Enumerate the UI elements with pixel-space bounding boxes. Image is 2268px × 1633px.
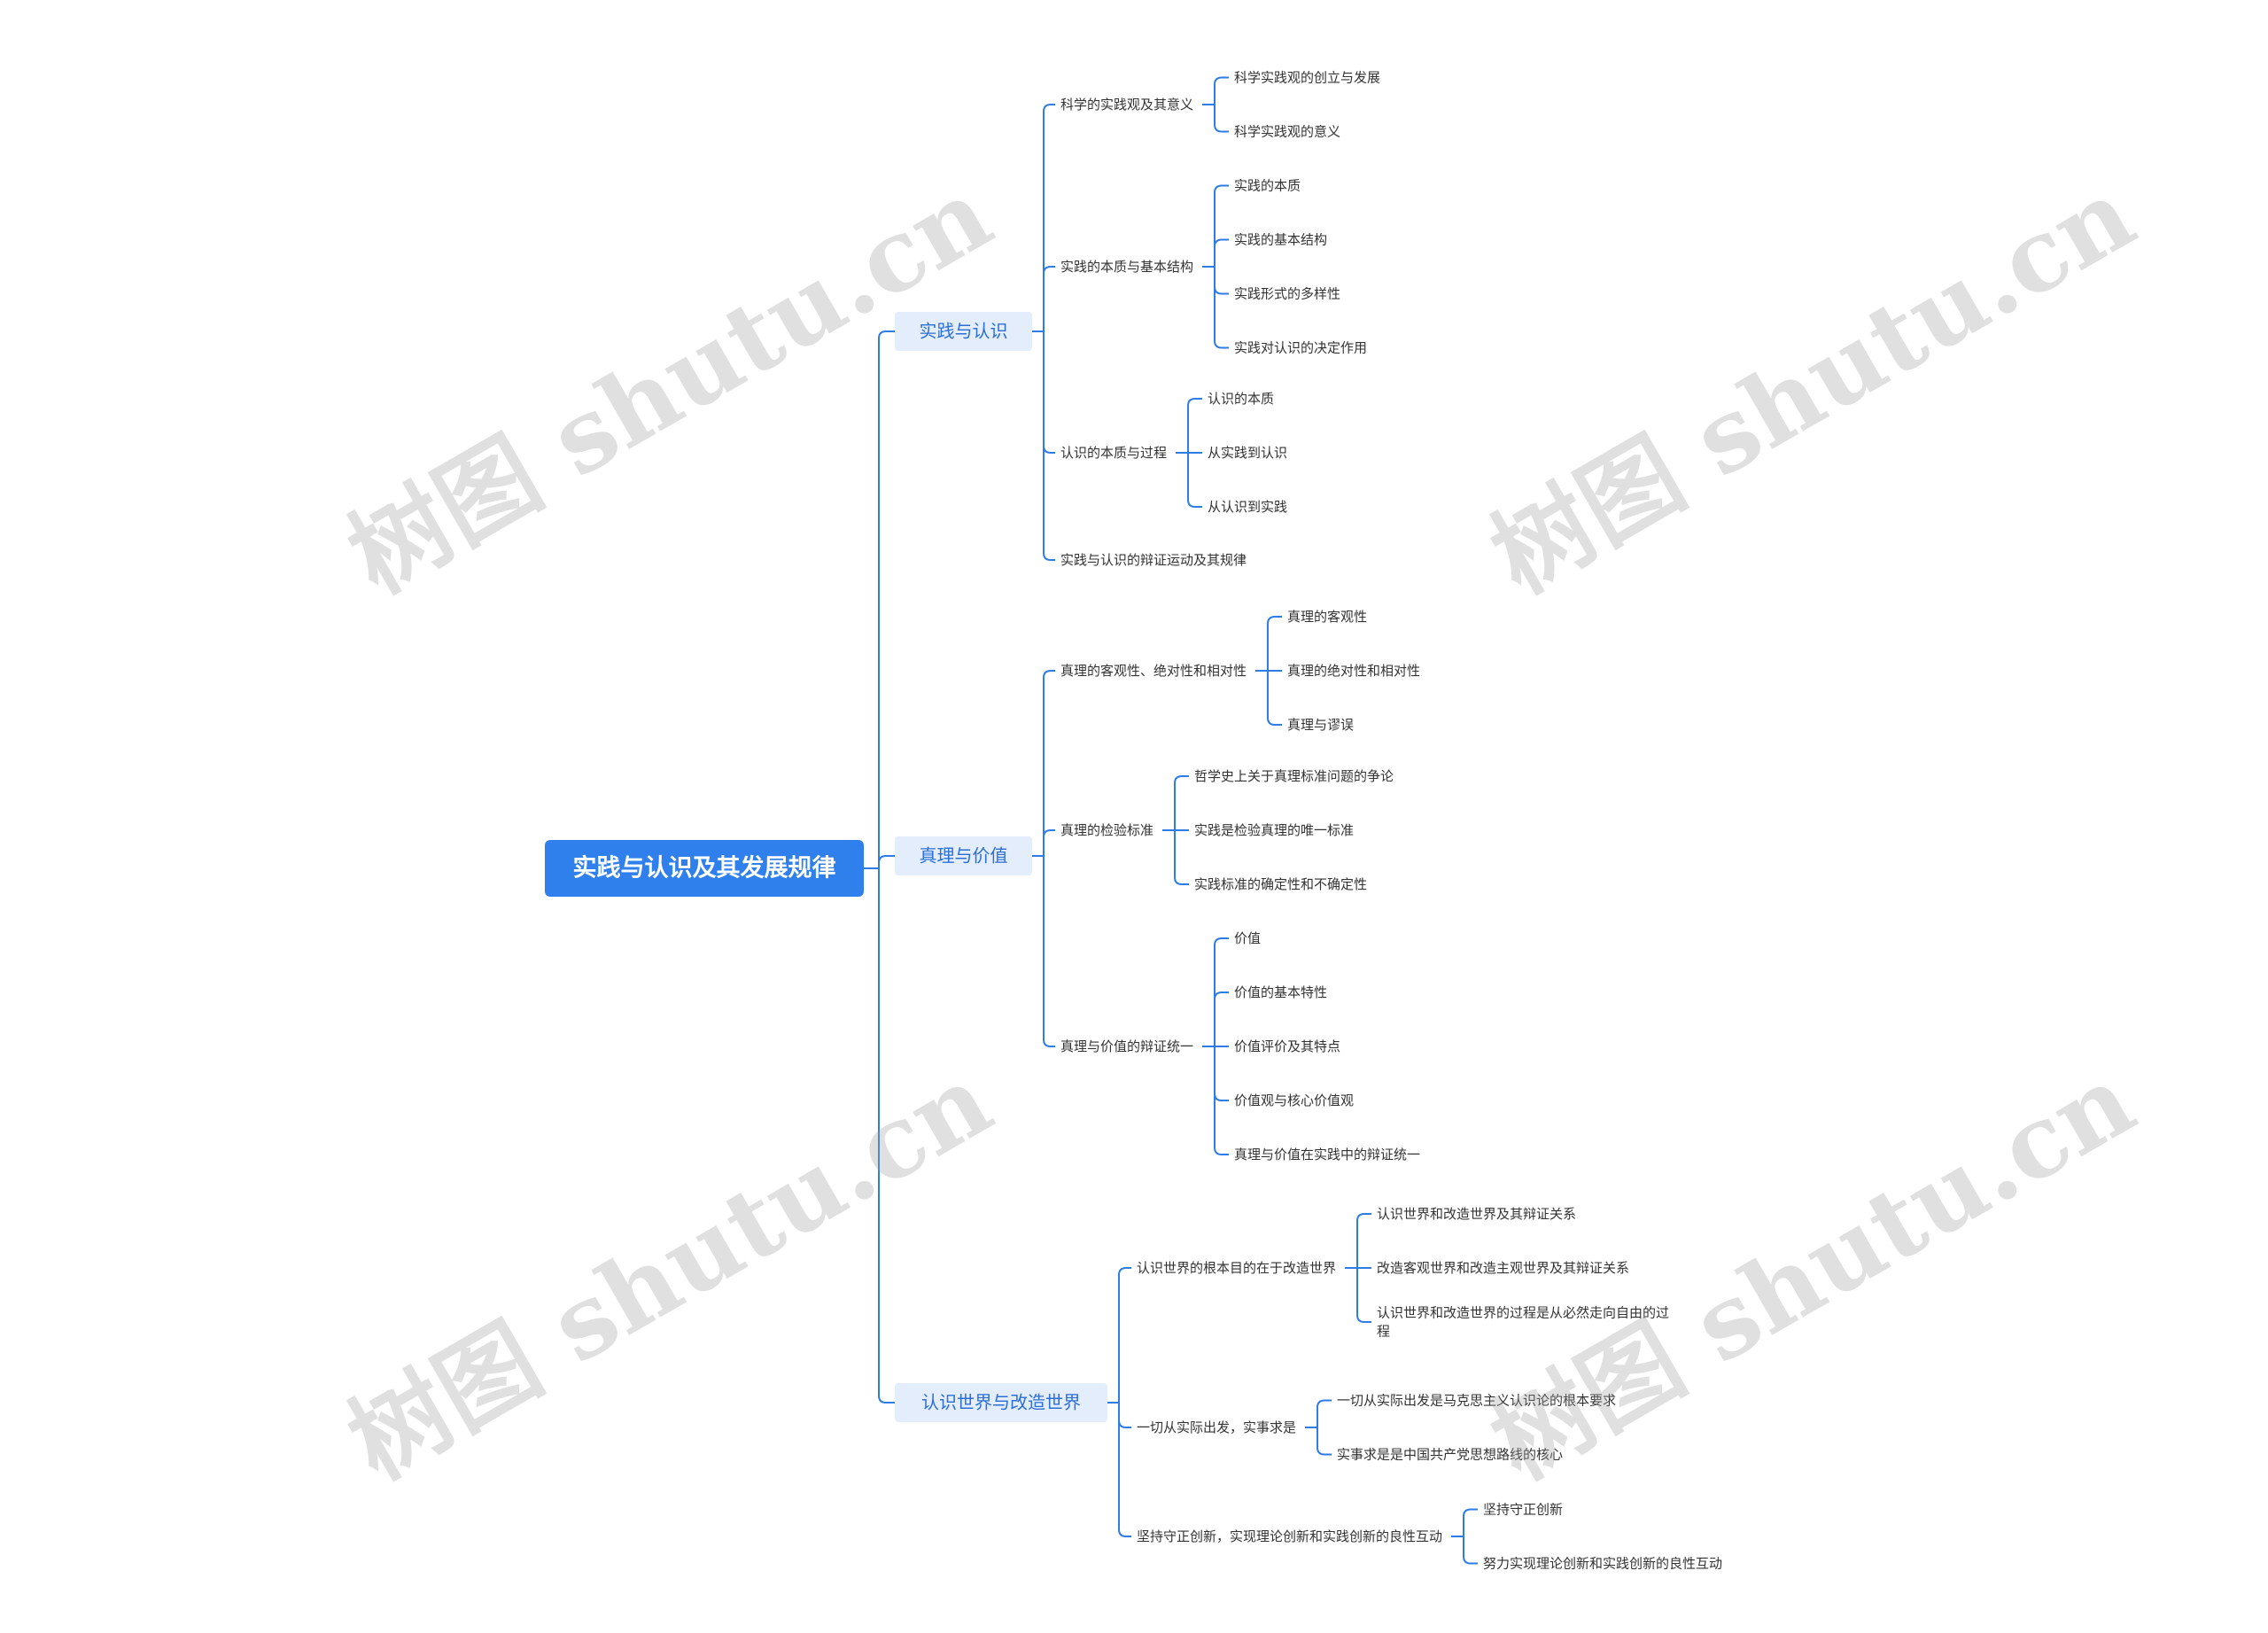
- topic-node[interactable]: 认识世界的根本目的在于改造世界: [1137, 1260, 1336, 1276]
- connector-branch: [1463, 1508, 1478, 1536]
- branch-node-label[interactable]: 认识世界与改造世界: [921, 1392, 1081, 1413]
- topic-node[interactable]: 一切从实际出发，实事求是: [1137, 1419, 1296, 1435]
- leaf-node[interactable]: 真理的客观性: [1287, 609, 1367, 625]
- leaf-node[interactable]: 实践形式的多样性: [1234, 285, 1340, 301]
- connector-branch: [1214, 991, 1229, 1046]
- connector-branch: [1214, 238, 1229, 267]
- root-node-label[interactable]: 实践与认识及其发展规律: [573, 854, 836, 883]
- connector-branch: [1267, 671, 1282, 726]
- topic-node[interactable]: 坚持守正创新，实现理论创新和实践创新的良性互动: [1137, 1528, 1442, 1544]
- leaf-node[interactable]: 科学实践观的创立与发展: [1234, 69, 1380, 85]
- connector-branch: [1043, 856, 1055, 1047]
- leaf-node[interactable]: 从实践到认识: [1208, 445, 1287, 461]
- branch-node-label[interactable]: 实践与认识: [920, 321, 1008, 342]
- connector-branch: [1356, 1268, 1371, 1323]
- connector-branch: [1043, 331, 1055, 561]
- topic-node[interactable]: 真理的客观性、绝对性和相对性: [1060, 663, 1247, 679]
- connector-branch: [1214, 1046, 1229, 1101]
- connector-branch: [878, 855, 895, 868]
- connector-branch: [1356, 1213, 1371, 1268]
- topic-node[interactable]: 实践的本质与基本结构: [1060, 259, 1193, 275]
- leaf-node[interactable]: 价值的基本特性: [1234, 984, 1327, 1000]
- connector-branch: [878, 868, 895, 1404]
- leaf-node[interactable]: 真理的绝对性和相对性: [1287, 663, 1420, 679]
- connector-branch: [1118, 1403, 1131, 1428]
- leaf-node[interactable]: 哲学史上关于真理标准问题的争论: [1194, 768, 1394, 784]
- connector-branch: [1187, 453, 1202, 508]
- root-node[interactable]: [545, 840, 864, 897]
- leaf-node[interactable]: 坚持守正创新: [1483, 1501, 1563, 1517]
- branch-node-3[interactable]: [895, 1383, 1107, 1422]
- connector-branch: [1317, 1427, 1332, 1456]
- connector-branch: [1214, 184, 1229, 267]
- connector-branch: [1214, 267, 1229, 349]
- connector-branch: [1187, 398, 1202, 453]
- branch-node-label[interactable]: 真理与价值: [920, 845, 1008, 867]
- connector-branch: [1214, 1046, 1229, 1155]
- connector-branch: [1214, 76, 1229, 105]
- topic-node[interactable]: 真理的检验标准: [1060, 822, 1153, 838]
- connector-branch: [878, 330, 895, 868]
- topic-node[interactable]: 真理与价值的辩证统一: [1060, 1038, 1193, 1054]
- leaf-node[interactable]: 实事求是是中国共产党思想路线的核心: [1337, 1446, 1563, 1462]
- leaf-node[interactable]: 真理与谬误: [1287, 717, 1354, 733]
- connector-branch: [1118, 1267, 1131, 1403]
- leaf-node[interactable]: 改造客观世界和改造主观世界及其辩证关系: [1377, 1260, 1629, 1276]
- leaf-node[interactable]: 实践的本质: [1234, 177, 1301, 193]
- branch-node-1[interactable]: [895, 312, 1032, 351]
- connector-branch: [1317, 1399, 1332, 1427]
- connector-branch: [1214, 105, 1229, 133]
- connector-branch: [1214, 937, 1229, 1046]
- leaf-node[interactable]: 认识世界和改造世界的过程是从必然走向自由的过程: [1377, 1304, 1669, 1339]
- leaf-node[interactable]: 努力实现理论创新和实践创新的良性互动: [1483, 1555, 1722, 1571]
- connector-branch: [1043, 331, 1055, 454]
- leaf-node[interactable]: 实践的基本结构: [1234, 231, 1327, 247]
- mindmap-nodes: 实践与认识及其发展规律 实践与认识 科学的实践观及其意义 科学实践观的创立与发展科学实…: [545, 69, 1722, 1571]
- leaf-node[interactable]: 价值: [1234, 930, 1261, 946]
- topic-node[interactable]: 认识的本质与过程: [1060, 445, 1167, 461]
- leaf-node[interactable]: 价值评价及其特点: [1234, 1038, 1340, 1054]
- connector-branch: [1267, 616, 1282, 671]
- leaf-node[interactable]: 实践对认识的决定作用: [1234, 339, 1367, 355]
- connector-branch: [1043, 829, 1055, 856]
- connector-lines: [864, 76, 1478, 1565]
- leaf-node[interactable]: 科学实践观的意义: [1234, 123, 1340, 139]
- connector-branch: [1463, 1536, 1478, 1565]
- leaf-node[interactable]: 一切从实际出发是马克思主义认识论的根本要求: [1337, 1392, 1616, 1408]
- connector-branch: [1043, 266, 1055, 331]
- connector-branch: [1043, 104, 1055, 331]
- connector-branch: [1214, 267, 1229, 295]
- connector-branch: [1174, 775, 1189, 830]
- branch-node-2[interactable]: [895, 836, 1032, 875]
- topic-node[interactable]: 实践与认识的辩证运动及其规律: [1060, 552, 1247, 568]
- leaf-node[interactable]: 真理与价值在实践中的辩证统一: [1234, 1147, 1420, 1163]
- leaf-node[interactable]: 实践是检验真理的唯一标准: [1194, 822, 1354, 838]
- leaf-node[interactable]: 价值观与核心价值观: [1234, 1093, 1354, 1108]
- leaf-node[interactable]: 实践标准的确定性和不确定性: [1194, 876, 1367, 892]
- connector-branch: [1118, 1403, 1131, 1537]
- leaf-node[interactable]: 认识的本质: [1208, 391, 1274, 407]
- leaf-node[interactable]: 认识世界和改造世界及其辩证关系: [1377, 1206, 1576, 1222]
- connector-branch: [1043, 670, 1055, 856]
- topic-node[interactable]: 科学的实践观及其意义: [1060, 97, 1193, 113]
- connector-branch: [1174, 830, 1189, 885]
- leaf-node[interactable]: 从认识到实践: [1208, 499, 1287, 515]
